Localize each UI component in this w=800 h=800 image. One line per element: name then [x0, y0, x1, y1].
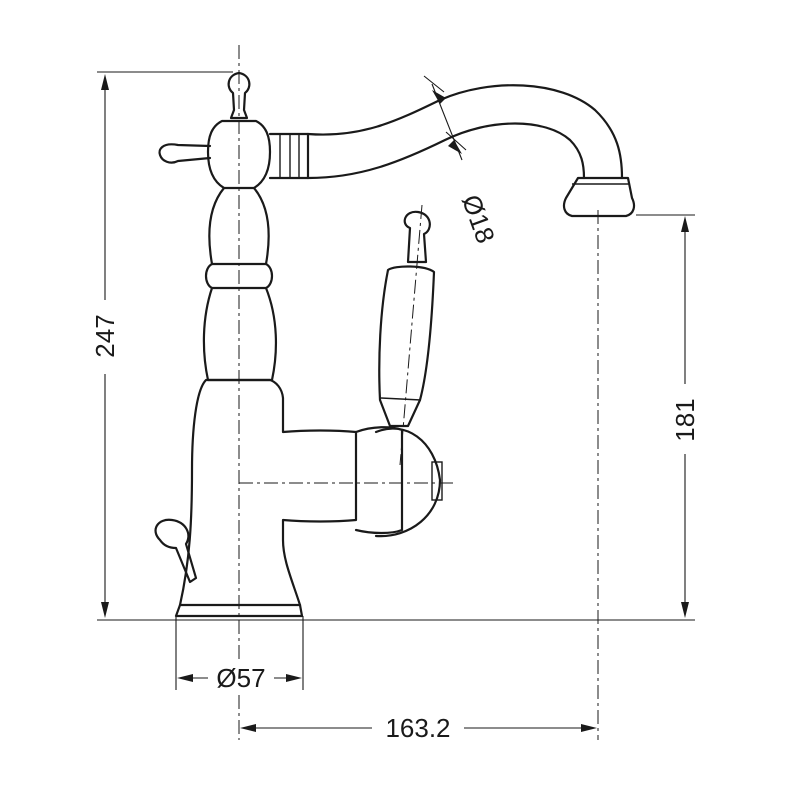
dimension-total-height: 247 — [90, 74, 120, 618]
cross-handle-left — [158, 143, 212, 164]
popup-lever — [154, 518, 198, 584]
base-plate — [174, 603, 304, 618]
upper-column — [208, 186, 270, 266]
dimension-spout-height: 181 — [670, 216, 700, 618]
spout-outlet — [562, 176, 636, 218]
cartridge-housing — [354, 426, 404, 535]
base-diameter-label: Ø57 — [216, 663, 265, 693]
top-knob — [227, 71, 251, 120]
dimension-spout-reach: 163.2 — [240, 712, 597, 743]
dimension-base-diameter: Ø57 — [177, 662, 302, 693]
dimension-spout-diameter: Ø18 — [431, 83, 501, 247]
spout-diameter-label: Ø18 — [456, 191, 501, 247]
lever-dome — [374, 427, 442, 538]
column-ring — [204, 262, 274, 290]
spout-collar — [268, 132, 310, 180]
lower-column — [202, 286, 278, 382]
extension-lines — [97, 71, 695, 690]
spout-reach-label: 163.2 — [385, 713, 450, 743]
lever-knob — [403, 210, 431, 264]
lever-arm — [378, 265, 436, 428]
main-body — [178, 378, 358, 607]
total-height-label: 247 — [90, 314, 120, 357]
lever-axis-centerline — [399, 204, 423, 466]
spout-height-label: 181 — [670, 398, 700, 441]
spout — [306, 84, 624, 180]
faucet-outline — [154, 71, 636, 618]
